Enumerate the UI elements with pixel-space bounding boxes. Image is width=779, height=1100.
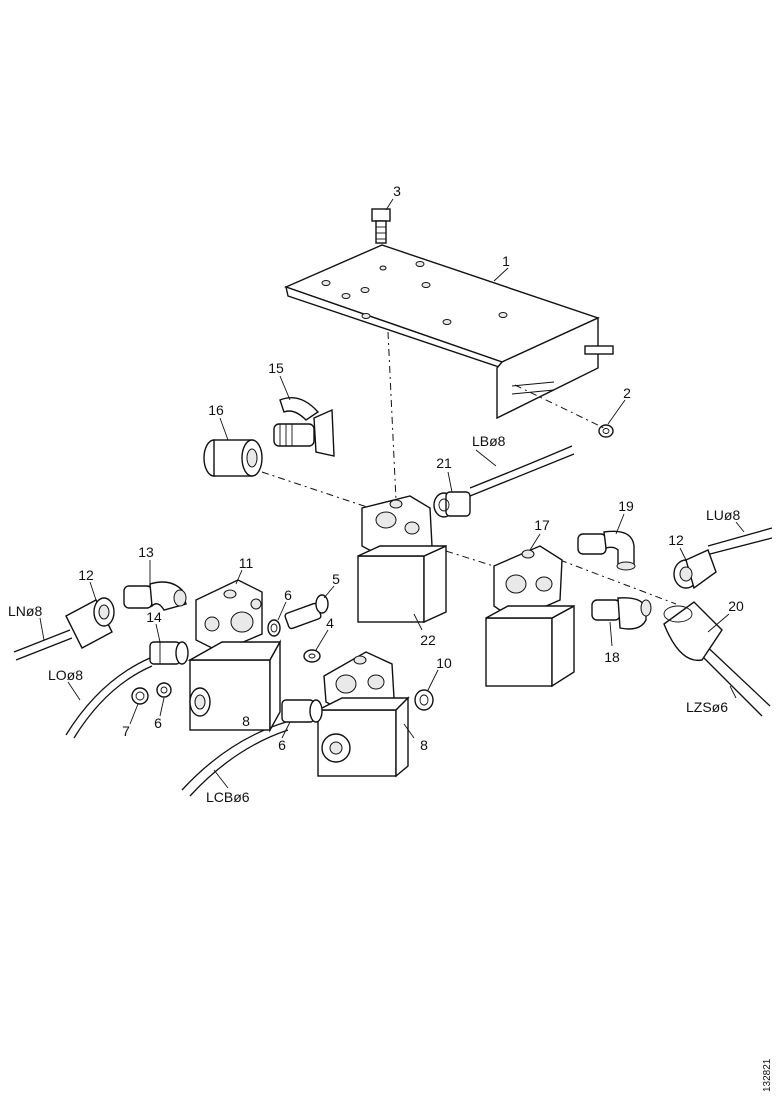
washer-6-left — [156, 682, 172, 698]
callout-19: 19 — [618, 498, 634, 514]
elbow-13 — [123, 581, 187, 611]
callout-16: 16 — [208, 402, 224, 418]
callout-12-right: 12 — [668, 532, 684, 548]
callout-15: 15 — [268, 360, 284, 376]
callout-6-top: 6 — [284, 587, 292, 603]
callout-18: 18 — [604, 649, 620, 665]
callout-11: 11 — [239, 555, 254, 571]
nut-10 — [414, 689, 434, 711]
fitting-21 — [433, 491, 471, 518]
callout-labels: 1 2 3 4 5 6 6 6 7 8 8 10 11 12 12 13 14 … — [78, 183, 744, 753]
valve-17 — [485, 545, 575, 688]
pipe-labels: LBø8 LUø8 LNø8 LOø8 LCBø6 LZSø6 — [8, 433, 740, 805]
mounting-plate — [284, 244, 614, 420]
valve-bottom — [317, 651, 410, 778]
callout-12-left: 12 — [78, 567, 94, 583]
pipe-label-lo: LOø8 — [48, 667, 83, 683]
nut — [598, 424, 614, 438]
callout-3: 3 — [393, 183, 401, 199]
pipe-label-lcb: LCBø6 — [206, 789, 250, 805]
callout-6-left: 6 — [154, 715, 162, 731]
washer-6-top — [267, 619, 281, 637]
assembly-centerlines — [261, 331, 677, 619]
pipes — [13, 445, 773, 797]
callout-5: 5 — [332, 571, 340, 587]
callout-21: 21 — [436, 455, 452, 471]
cap-20 — [663, 601, 723, 662]
union-nut-12-right — [673, 549, 717, 590]
callout-6-bottom: 6 — [278, 737, 286, 753]
valve-11 — [187, 579, 282, 733]
union-nut-12-left — [65, 597, 115, 649]
fitting-14 — [149, 641, 189, 665]
pipe-label-ln: LNø8 — [8, 603, 42, 619]
callout-22: 22 — [420, 632, 436, 648]
callout-7: 7 — [122, 723, 130, 739]
coupling-16 — [203, 439, 263, 477]
callout-17: 17 — [534, 517, 550, 533]
pipe-label-lu: LUø8 — [706, 507, 740, 523]
callout-13: 13 — [138, 544, 154, 560]
callout-20: 20 — [728, 598, 744, 614]
callout-8-right: 8 — [420, 737, 428, 753]
fitting-5 — [284, 594, 329, 630]
callout-2: 2 — [623, 385, 631, 401]
washer-7 — [131, 687, 149, 705]
elbow-18 — [591, 597, 652, 630]
callout-14: 14 — [146, 609, 162, 625]
pipe-label-lzs: LZSø6 — [686, 699, 728, 715]
valve-22 — [357, 495, 447, 624]
fitting-6-bottom — [281, 699, 323, 723]
callout-1: 1 — [502, 253, 510, 269]
pipe-label-lb: LBø8 — [472, 433, 506, 449]
coupling-15 — [273, 397, 335, 457]
callout-8-left: 8 — [242, 713, 250, 729]
callout-4: 4 — [326, 615, 334, 631]
bolt — [371, 208, 391, 244]
clip-4 — [303, 649, 321, 663]
callout-10: 10 — [436, 655, 452, 671]
elbow-19 — [577, 530, 636, 571]
leader-lines — [39, 198, 745, 789]
drawing-reference-number: 132821 — [762, 1058, 773, 1092]
